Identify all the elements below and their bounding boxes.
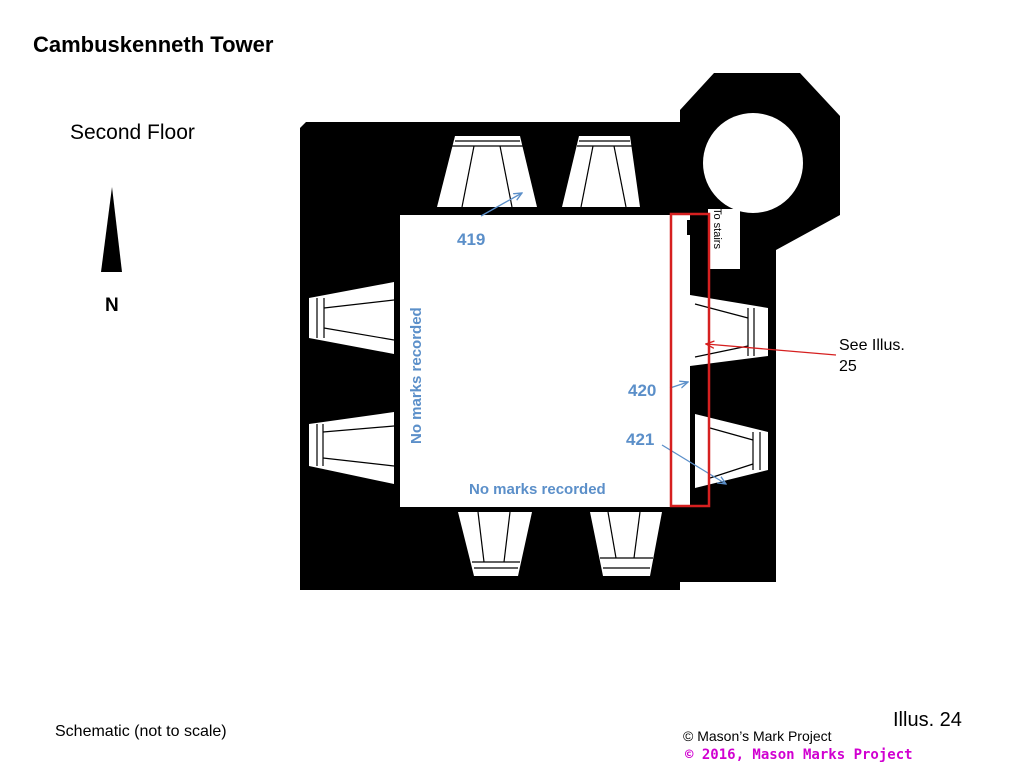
stair-turret [703,113,803,213]
highlight-box [669,212,711,508]
stair-passage [708,209,740,269]
mark-420-arrow [669,382,688,389]
copyright-line: © 2016, Mason Marks Project [685,747,913,763]
mark-419-label: 419 [457,230,485,249]
north-label: N [105,295,119,316]
page-title: Cambuskenneth Tower [33,32,274,57]
window-north-2 [562,136,640,208]
window-south-1 [458,511,532,576]
stairs-label: To stairs [711,208,723,249]
mark-419-arrow [480,193,522,217]
window-east-2 [695,414,768,488]
window-west-2 [309,412,395,484]
mark-421-label: 421 [626,430,654,449]
wall-nib [687,220,697,235]
schematic-note: Schematic (not to scale) [55,723,227,740]
see-illus-callout: See Illus. 25 [839,335,905,377]
north-arrow-icon [101,187,122,272]
floor-label: Second Floor [70,121,195,144]
mark-420-label: 420 [628,381,656,400]
callout-arrow [706,344,837,356]
window-south-2 [590,511,662,576]
illustration-number: Illus. 24 [893,709,962,731]
main-room [400,215,690,507]
credit-line: © Mason’s Mark Project [683,728,832,744]
window-north-1 [437,136,537,208]
west-wall-note: No marks recorded [408,307,425,444]
wall-notch [690,215,698,295]
south-wall-note: No marks recorded [469,481,606,498]
see-illus-line2: 25 [839,358,857,375]
window-west-1 [309,282,395,354]
mark-421-arrow [661,444,726,484]
see-illus-line1: See Illus. [839,337,905,354]
